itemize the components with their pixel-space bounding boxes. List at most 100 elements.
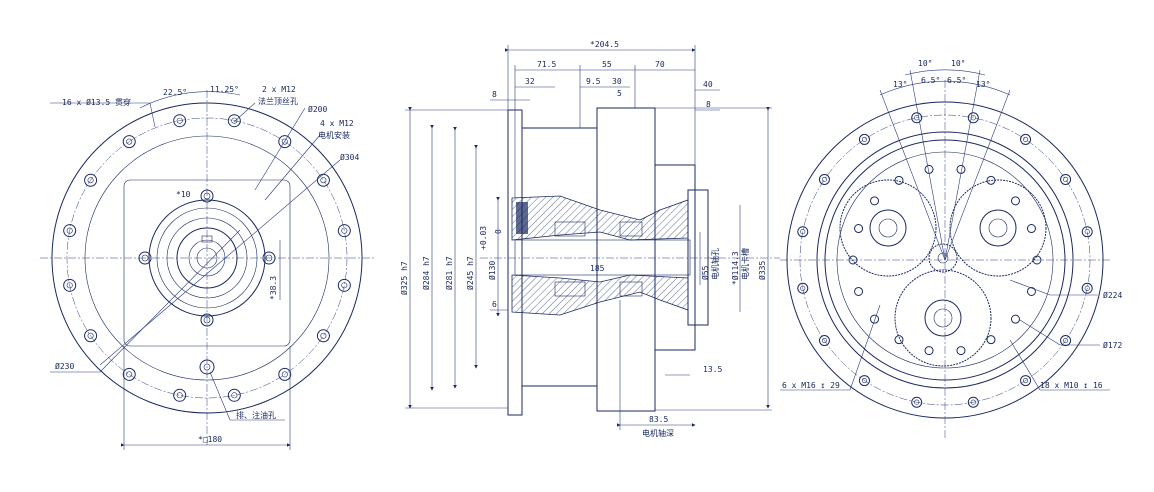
sun-gear-bore <box>937 252 949 264</box>
gear-view: 10° 10° 13° 6.5° 6.5° 13° Ø224 Ø172 6 x … <box>780 59 1122 440</box>
planet-gear <box>949 179 1047 277</box>
section-mid <box>596 107 656 412</box>
drain-hole-inner <box>203 363 211 371</box>
label-83-5: 83.5 <box>649 415 668 424</box>
bolt-hole <box>911 112 923 124</box>
label-angle-22-5: 22.5° <box>163 88 187 97</box>
label-holes-m16: 6 x M16 ↧ 29 <box>782 381 840 390</box>
bolt-hole-inner <box>281 371 288 378</box>
label-dia-304: Ø304 <box>340 152 359 162</box>
bolt-hole <box>1026 286 1036 296</box>
label-angle-10b: 10° <box>951 59 965 68</box>
label-motor-spigot: 电机卡槽 <box>740 248 750 280</box>
label-tol-plus: +0.03 <box>479 226 488 250</box>
bolt-hole-inner <box>861 378 867 384</box>
label-dia-200: Ø200 <box>308 104 327 114</box>
bolt-hole-inner <box>66 227 73 234</box>
bolt-hole-inner <box>1023 136 1029 142</box>
bolt-hole-inner <box>176 117 183 124</box>
label-32: 32 <box>525 77 535 86</box>
bolt-hole-inner <box>341 282 348 289</box>
bolt-hole-inner <box>1063 338 1069 344</box>
bolt-hole <box>1010 196 1020 206</box>
planet-hub <box>979 209 1017 247</box>
label-tol-zero: 0 <box>494 229 503 234</box>
bearing <box>619 281 643 297</box>
bolt-hole <box>797 226 809 238</box>
bolt-hole <box>1081 282 1093 294</box>
bolt-hole-inner <box>320 332 327 339</box>
leader-line <box>1019 319 1061 346</box>
angle-line <box>944 89 1011 261</box>
bolt-hole <box>858 133 870 145</box>
bolt-hole-inner <box>66 282 73 289</box>
motor-hole-inner <box>141 254 149 262</box>
label-dia-284: Ø284 h7 <box>421 256 431 290</box>
bolt-hole <box>63 224 77 238</box>
label-square-180: *□180 <box>198 435 222 444</box>
bolt-hole-inner <box>320 177 327 184</box>
label-dia-230: Ø230 <box>55 361 74 371</box>
bolt-hole-inner <box>821 338 827 344</box>
bolt-hole-inner <box>800 229 806 235</box>
angle-line <box>879 89 946 261</box>
bolt-hole <box>337 278 351 292</box>
label-dia-38-3: *38.3 <box>269 276 278 300</box>
planet-gear <box>839 179 937 277</box>
shaft <box>514 239 691 276</box>
bolt-hole <box>337 224 351 238</box>
label-55: 55 <box>602 60 612 69</box>
label-jack-holes-1: 2 x M12 <box>262 85 296 94</box>
bolt-hole-inner <box>800 285 806 291</box>
label-71-5: 71.5 <box>537 60 556 69</box>
bolt-hole <box>870 314 880 324</box>
label-5: 5 <box>617 89 622 98</box>
bolt-hole-inner <box>914 399 920 405</box>
section-output-ring <box>687 189 709 326</box>
label-angle-10a: 10° <box>918 59 932 68</box>
label-flange-holes: 16 x Ø13.5 贯穿 <box>62 97 131 107</box>
bolt-hole <box>84 329 98 343</box>
label-dia-281: Ø281 h7 <box>444 256 454 290</box>
bolt-hole-inner <box>231 117 238 124</box>
front-view: 16 x Ø13.5 贯穿 22.5° 11.25° 2 x M12 法兰顶丝孔… <box>40 85 375 450</box>
bolt-hole <box>894 175 904 185</box>
leader-line <box>99 229 241 373</box>
motor-hole-inner <box>203 316 211 324</box>
bolt-hole <box>316 173 330 187</box>
bolt-hole-inner <box>1063 176 1069 182</box>
bolt-hole <box>173 388 187 402</box>
bolt-hole-inner <box>821 176 827 182</box>
label-jack-holes-2: 法兰顶丝孔 <box>258 96 298 106</box>
bolt-hole <box>1060 173 1072 185</box>
leader-line <box>849 304 881 391</box>
bolt-hole <box>870 196 880 206</box>
flange-hole-group <box>63 114 351 402</box>
bolt-hole-inner <box>1084 229 1090 235</box>
bolt-hole <box>278 367 292 381</box>
sun-gear <box>928 243 958 273</box>
label-motor-shaft-hole: 电机轴孔 <box>710 248 720 280</box>
bolt-hole-inner <box>281 138 288 145</box>
label-drain-hole: 排、注油孔 <box>236 410 276 420</box>
section-body <box>521 127 598 387</box>
planet-gear <box>894 269 992 367</box>
bolt-hole-inner <box>341 227 348 234</box>
label-9-5: 9.5 <box>586 77 601 86</box>
label-dia-245: Ø245 h7 <box>465 256 475 290</box>
drain-hole <box>199 359 215 375</box>
bearing <box>554 221 586 237</box>
gear-teeth <box>516 202 528 234</box>
motor-hole <box>138 251 152 265</box>
bolt-hole <box>854 224 864 234</box>
leader-line <box>1009 279 1051 296</box>
leader-line <box>1009 339 1041 391</box>
bolt-hole-inner <box>176 392 183 399</box>
bolt-hole <box>122 367 136 381</box>
label-8-right: 8 <box>706 100 711 109</box>
leader-line <box>149 102 156 128</box>
planet-bore <box>933 308 953 328</box>
label-185: 185 <box>590 264 605 273</box>
label-angle-13a: 13° <box>893 80 907 89</box>
angle-arc <box>139 91 241 109</box>
